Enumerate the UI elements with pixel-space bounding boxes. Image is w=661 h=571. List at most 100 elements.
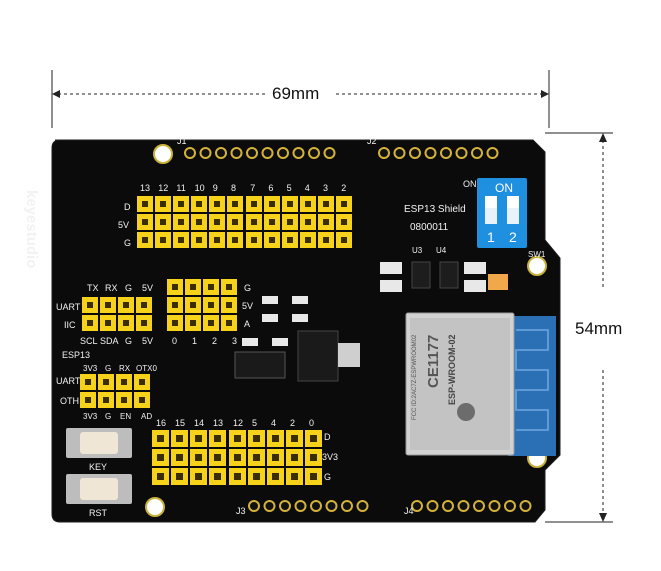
header-j4-pad [457,500,470,512]
digital-header-right-pin-hole [269,201,275,207]
key-button[interactable] [66,428,132,458]
header-j2-pad [378,147,390,159]
header-j2-pad [455,147,468,159]
digital-header-left-pin-hole [196,219,202,225]
lower-pin-label: 12 [233,418,244,428]
uart-iic-header-pin-hole [123,320,129,326]
uart-label-g: G [125,283,133,293]
lower-header-left-pin-hole [157,435,164,442]
module-name: ESP-WROOM-02 [447,334,457,405]
analog-header-pin-hole [190,284,196,290]
mount-hole-top-left [153,144,173,164]
width-dimension [51,70,550,128]
digital-header-right-pin-hole [251,201,257,207]
lower-header-right-pin-hole [272,473,279,480]
lower-pin-label: 13 [213,418,224,428]
digital-header-left-pin-hole [142,237,148,243]
header-j4-pad [426,500,439,512]
header-j2-label: J2 [367,136,377,146]
digital-header-right-pin-hole [341,237,347,243]
module-brand: CE1177 [425,334,442,388]
analog-right-label-a: A [244,319,251,329]
digital-header-left-pin-hole [160,219,166,225]
analog-header-pin-hole [208,302,214,308]
digital-header-left-pin-hole [196,201,202,207]
esp13-bottom-label-g: G [105,412,112,421]
header-j1-pad [246,147,258,159]
analog-header-pin-hole [172,302,178,308]
digital-pin-label: 7 [250,183,256,193]
digital-header-right-pin-hole [269,219,275,225]
digital-header-left-pin-hole [232,201,238,207]
digital-header-right-pin-hole [305,201,311,207]
digital-row-label-d: D [124,202,131,212]
lower-header-left-pin-hole [214,473,221,480]
esp13-header-pin-hole [103,379,109,385]
digital-header-left-pin-hole [178,201,184,207]
digital-pin-label: 12 [158,183,169,193]
esp-oth-side-label: OTH [60,396,79,406]
digital-header-left-pin-hole [142,219,148,225]
module-fcc: FCC ID:2AC7Z-ESPWROOM02 [412,334,418,420]
lower-header-right-pin-hole [310,435,317,442]
lower-header-right-pin-hole [253,473,260,480]
iic-label-scl: SCL [80,336,98,346]
header-j2-pad [440,147,452,159]
digital-pin-label: 8 [231,183,237,193]
uart-iic-header-pin-hole [123,302,129,308]
analog-header-pin-hole [208,284,214,290]
smd-components [242,261,508,346]
digital-header-right-pin-hole [341,219,347,225]
analog-label-3: 3 [232,336,238,346]
digital-pin-label: 10 [194,183,205,193]
uart-label-5v: 5V [142,283,154,293]
header-j3-pad [279,500,291,512]
uart-label-rx: RX [105,283,118,293]
header-j3-pad [310,500,322,512]
dip-number-1: 1 [487,229,495,245]
analog-header-pin-hole [190,302,196,308]
digital-header-left-pin-hole [232,219,238,225]
header-j2-pad [486,147,499,159]
iic-label-sda: SDA [100,336,119,346]
header-j1-pad [308,147,320,159]
lower-header-right-pin-hole [253,454,260,461]
lower-pin-label: 15 [175,418,186,428]
digital-pin-label: 9 [212,183,218,193]
analog-label-2: 2 [212,336,218,346]
digital-header-right-pin-hole [305,237,311,243]
esp13-header-pin-hole [121,397,127,403]
uart-iic-header-pin-hole [141,320,147,326]
header-j1-label: J1 [177,136,187,146]
header-j1-pad [277,147,289,159]
header-j3-pad [356,500,369,512]
height-dimension [545,132,613,523]
dip-number-2: 2 [509,229,517,245]
iic-side-label: IIC [64,320,76,330]
analog-header-pin-hole [190,320,196,326]
analog-right-label-5v: 5V [242,301,254,311]
lower-header-right-pin-hole [310,454,317,461]
lower-header-left-pin-hole [195,454,202,461]
key-label: KEY [89,462,108,472]
lower-header-right-pin-hole [272,454,279,461]
rst-button[interactable] [66,474,132,504]
lower-header-right-pin-hole [234,454,241,461]
digital-pin-label: 5 [286,183,292,193]
lower-header-right-pin-hole [272,435,279,442]
shield-code: 0800011 [410,222,449,233]
digital-header-left-pin-hole [214,201,220,207]
lower-header-left-pin-hole [157,473,164,480]
analog-header-pin-hole [172,320,178,326]
header-j2-pad [424,147,437,159]
lower-header-left-pin-hole [176,454,183,461]
analog-header-pin-hole [172,284,178,290]
header-j1-pad [199,147,212,159]
esp-wroom-module [405,312,556,456]
esp13-bottom-label-ad: AD [141,412,153,421]
lower-pin-label: 4 [271,418,277,428]
esp13-header-pin-hole [139,379,145,385]
height-label: 54mm [575,319,623,338]
dip-switch[interactable] [477,178,527,248]
